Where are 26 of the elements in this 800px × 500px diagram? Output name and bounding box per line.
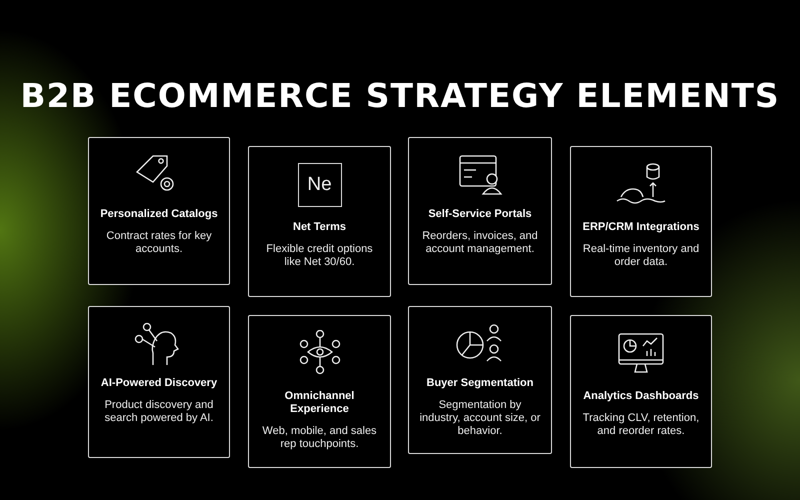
card-description: Contract rates for key accounts. — [105, 230, 213, 256]
card — [88, 137, 230, 285]
card — [408, 306, 552, 454]
card-heading: AI-Powered Discovery — [100, 377, 218, 390]
card-heading: ERP/CRM Integrations — [582, 221, 700, 234]
element-symbol: Ne — [298, 163, 342, 207]
title: B2B ECOMMERCE STRATEGY ELEMENTS — [19, 76, 781, 115]
card-heading: Omnichannel Experience — [284, 390, 356, 416]
card-heading: Buyer Segmentation — [426, 377, 534, 390]
card-heading: Self-Service Portals — [427, 208, 533, 221]
card-description: Product discovery and search powered by AI. — [104, 399, 214, 425]
card-description: Web, mobile, and sales rep touchpoints. — [261, 425, 378, 451]
card — [570, 315, 712, 468]
card-heading: Net Terms — [292, 221, 347, 234]
card — [248, 315, 391, 468]
card-description: Reorders, invoices, and account management. — [421, 230, 539, 256]
card-heading: Personalized Catalogs — [99, 208, 219, 221]
card — [88, 306, 230, 458]
card — [570, 146, 712, 297]
card-description: Tracking CLV, retention, and reorder rates. — [582, 412, 700, 438]
card-description: Segmentation by industry, account size, or behavior. — [418, 399, 542, 438]
card — [408, 137, 552, 285]
card-heading: Analytics Dashboards — [582, 390, 700, 403]
card-description: Real-time inventory and order data. — [582, 243, 700, 269]
card-description: Flexible credit options like Net 30/60. — [265, 243, 374, 269]
card — [248, 146, 391, 297]
